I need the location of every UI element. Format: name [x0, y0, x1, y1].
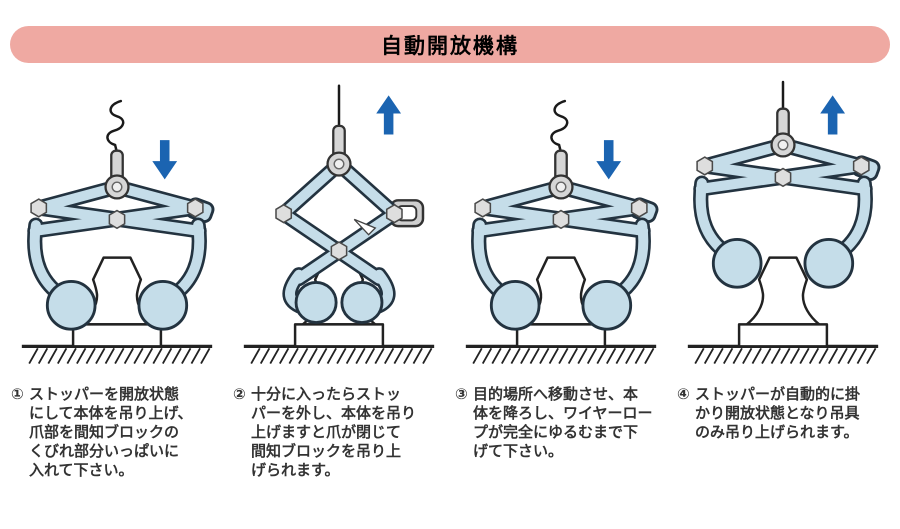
step-text: 目的場所へ移動させ、本 体を降ろし、ワイヤーロー プが完全にゆるむまで下 げて下…	[473, 386, 653, 461]
step-caption: ① ストッパーを開放状態 にして本体を吊り上げ、 爪部を間知ブロックの くびれ部…	[11, 385, 223, 480]
wire-rope-slack-icon	[106, 99, 125, 154]
step-caption: ② 十分に入ったらストッ パーを外し、本体を吊り 上げますと爪が閉じて 間知ブロ…	[233, 385, 445, 480]
panel-step2: ② 十分に入ったらストッ パーを外し、本体を吊り 上げますと爪が閉じて 間知ブロ…	[228, 80, 450, 480]
ground	[243, 344, 435, 366]
figure-step3	[465, 99, 666, 366]
panels: ① ストッパーを開放状態 にして本体を吊り上げ、 爪部を間知ブロックの くびれ部…	[6, 80, 894, 480]
step-number: ④	[677, 386, 690, 403]
ground	[21, 344, 213, 366]
step-caption: ④ ストッパーが自動的に掛 かり開放状態となり吊具 のみ吊り上げられます。	[677, 385, 889, 442]
wire-rope-slack-icon	[550, 99, 569, 154]
arrow-down-icon	[152, 140, 178, 180]
step-number: ②	[233, 386, 246, 403]
clamp-closed	[276, 126, 423, 323]
step-number: ①	[11, 386, 24, 403]
title-banner: 自動開放機構	[10, 26, 890, 63]
arrow-down-icon	[596, 140, 622, 180]
panel-step4: ④ ストッパーが自動的に掛 かり開放状態となり吊具 のみ吊り上げられます。	[672, 80, 894, 480]
step-number: ③	[455, 386, 468, 403]
ground	[465, 344, 657, 366]
step-caption: ③ 目的場所へ移動させ、本 体を降ろし、ワイヤーロー プが完全にゆるむまで下 げ…	[455, 385, 667, 461]
arrow-up-icon	[376, 95, 402, 135]
page-title: 自動開放機構	[381, 34, 519, 58]
panel-step3: ③ 目的場所へ移動させ、本 体を降ろし、ワイヤーロー プが完全にゆるむまで下 げ…	[450, 80, 672, 480]
step-text: ストッパーが自動的に掛 かり開放状態となり吊具 のみ吊り上げられます。	[695, 386, 861, 442]
panel-step1: ① ストッパーを開放状態 にして本体を吊り上げ、 爪部を間知ブロックの くびれ部…	[6, 80, 228, 480]
step-text: 十分に入ったらストッ パーを外し、本体を吊り 上げますと爪が閉じて 間知ブロック…	[251, 386, 417, 480]
figure-step2	[243, 84, 435, 366]
figure-step1	[21, 99, 222, 366]
ground	[687, 344, 879, 366]
figure-step4	[687, 80, 888, 366]
step-text: ストッパーを開放状態 にして本体を吊り上げ、 爪部を間知ブロックの くびれ部分い…	[29, 386, 193, 480]
arrow-up-icon	[820, 95, 846, 135]
